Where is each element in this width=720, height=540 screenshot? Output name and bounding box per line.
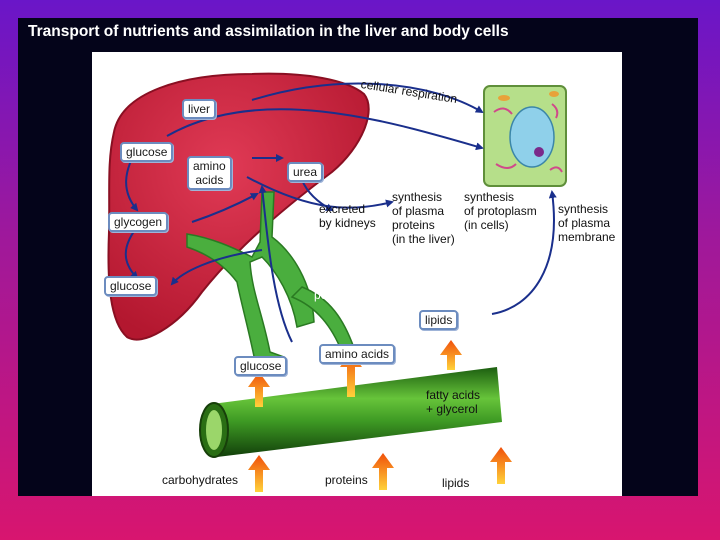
arrow-vein-to-amino [258, 185, 293, 343]
box-amino-acids-vein: amino acids [319, 344, 396, 364]
label-synthesis-plasma-proteins: synthesis of plasma proteins (in the liv… [392, 190, 455, 246]
label-proteins: proteins [325, 473, 368, 487]
box-amino-acids-liver: amino acids [187, 156, 232, 190]
slide-stage: Transport of nutrients and assimilation … [18, 18, 698, 496]
arrow-amino-to-proteins [246, 176, 394, 209]
box-glucose-bottom: glucose [104, 276, 158, 296]
arrow-vein-to-liver [170, 249, 263, 286]
liver-organ [107, 72, 370, 341]
arrow-lipids-to-membrane [491, 190, 557, 315]
absorption-arrows [248, 340, 512, 492]
arrow-glycogen-to-liver [191, 193, 259, 223]
diagram-panel: liver glucose amino acids urea glycogen … [92, 52, 622, 496]
arrow-up-lipids-bottom [490, 447, 512, 484]
arrow-up-glucose [248, 372, 270, 407]
box-urea: urea [287, 162, 324, 182]
label-lipids-bottom: lipids [442, 476, 470, 490]
box-lipids-top: lipids [419, 310, 459, 330]
diagram-canvas [107, 72, 567, 492]
label-fatty-acids: fatty acids + glycerol [426, 388, 481, 416]
label-hepatic-portal-vein: hepatic portal vein [314, 274, 370, 302]
hepatic-portal-vein [186, 191, 315, 373]
arrow-cellular-respiration [251, 82, 484, 114]
box-glucose-top: glucose [120, 142, 174, 162]
arrow-up-lipids-top [440, 340, 462, 370]
label-synthesis-membrane: synthesis of plasma membrane [558, 202, 616, 244]
intestine [212, 367, 502, 457]
arrow-up-proteins [372, 453, 394, 490]
box-liver: liver [182, 99, 217, 119]
label-synthesis-protoplasm: synthesis of protoplasm (in cells) [464, 190, 537, 232]
arrow-urea-to-kidney [301, 179, 334, 211]
cell-nucleus [509, 106, 555, 168]
box-glucose-vein: glucose [234, 356, 288, 376]
box-glycogen: glycogen [108, 212, 169, 232]
arrow-up-carbohydrates [248, 455, 270, 492]
label-carbohydrates: carbohydrates [162, 473, 239, 487]
arrow-glucose-to-cell [166, 108, 484, 151]
slide-title: Transport of nutrients and assimilation … [28, 23, 509, 40]
